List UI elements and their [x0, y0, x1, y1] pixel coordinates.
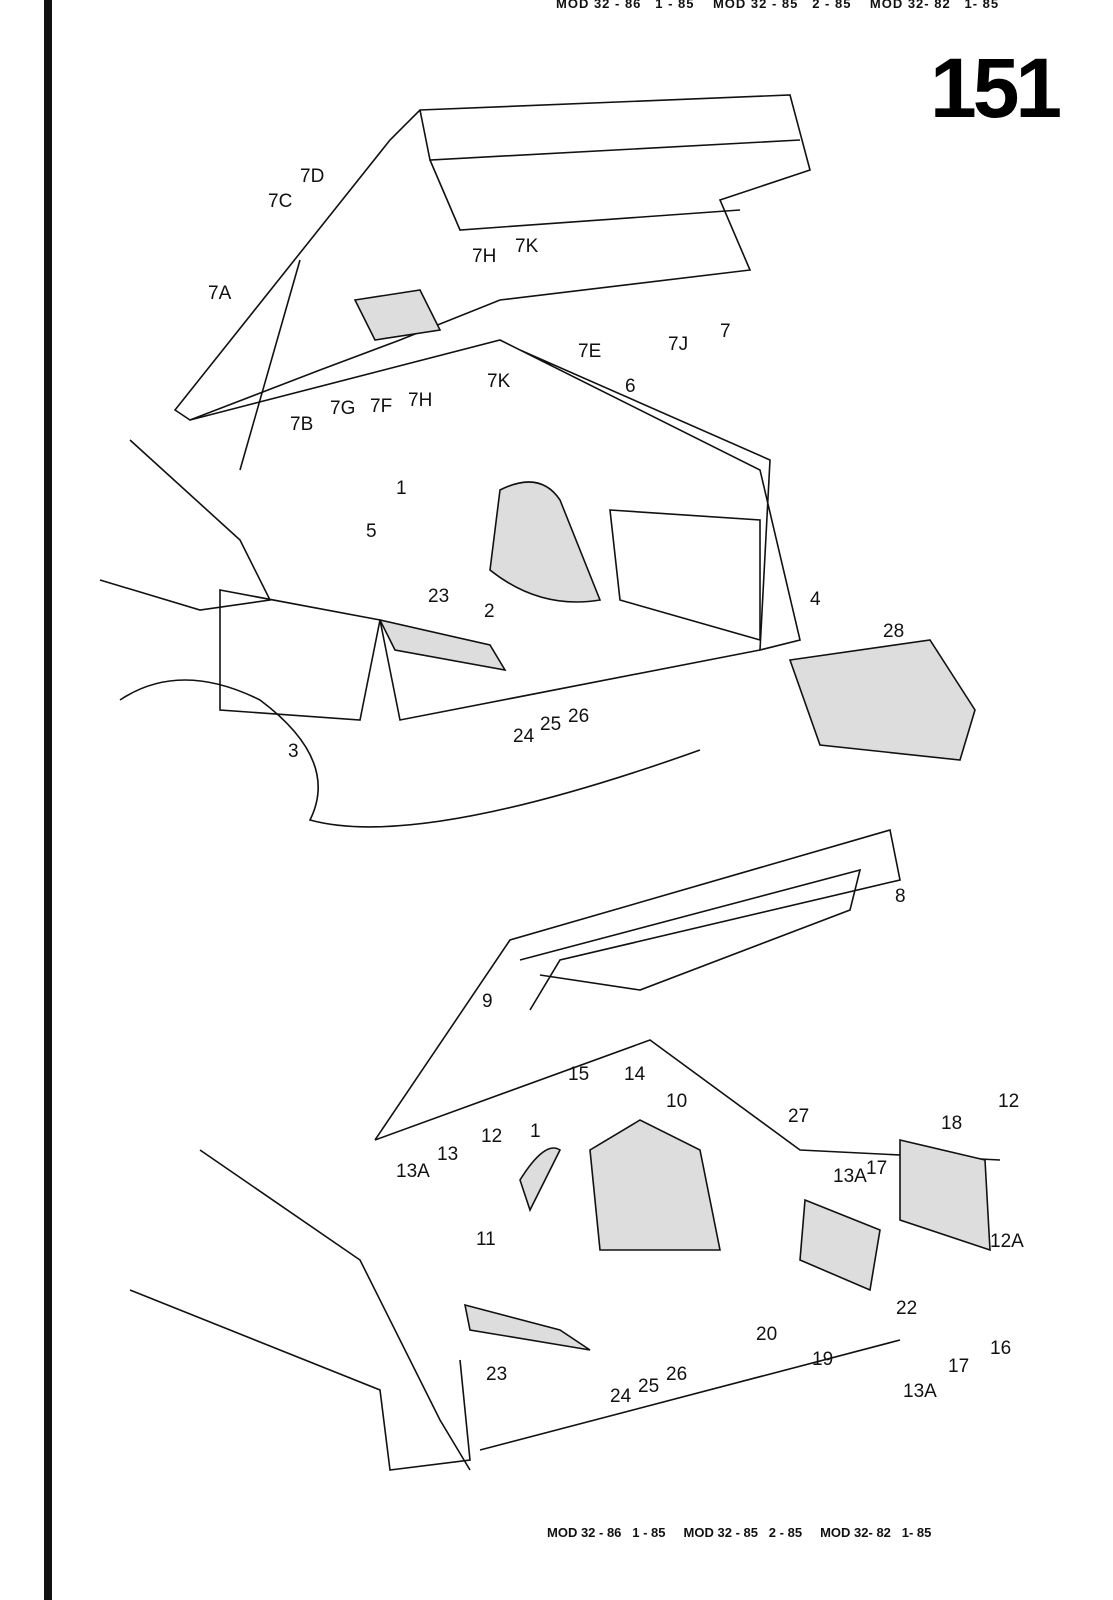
part-callout-9: 9 [482, 991, 493, 1012]
top-hatchback-drawing [99, 94, 976, 828]
part-callout-7g: 7G [330, 398, 355, 419]
part-callout-7h: 7H [472, 246, 496, 267]
bottom-wagon-drawing [129, 828, 1001, 1471]
part-callout-7: 7 [720, 321, 731, 342]
part-callout-13a: 13A [833, 1166, 867, 1187]
part-callout-2: 2 [484, 601, 495, 622]
part-callout-7k: 7K [515, 236, 539, 257]
part-callout-8: 8 [895, 886, 906, 907]
part-callout-3: 3 [288, 741, 299, 762]
page-number: 151 [930, 41, 1062, 135]
part-callout-7f: 7F [370, 396, 392, 417]
part-callout-5: 5 [366, 521, 377, 542]
part-callout-12a: 12A [990, 1231, 1024, 1252]
part-callout-23: 23 [486, 1364, 507, 1385]
footer-model-codes: MOD 32 - 86 1 - 85 MOD 32 - 85 2 - 85 MO… [547, 1525, 932, 1540]
part-callout-26: 26 [666, 1364, 687, 1385]
part-callout-14: 14 [624, 1064, 646, 1085]
part-callout-7d: 7D [300, 166, 324, 187]
part-callout-28: 28 [883, 621, 904, 642]
header-model-codes: MOD 32 - 86 1 - 85 MOD 32 - 85 2 - 85 MO… [556, 0, 1000, 11]
part-callout-18: 18 [941, 1113, 962, 1134]
part-callout-11: 11 [476, 1229, 496, 1250]
part-callout-27: 27 [788, 1106, 809, 1127]
part-callout-4: 4 [810, 589, 821, 610]
part-callout-23: 23 [428, 586, 449, 607]
part-callout-7h: 7H [408, 390, 432, 411]
part-callout-22: 22 [896, 1298, 917, 1319]
part-callout-7c: 7C [268, 191, 292, 212]
part-callout-15: 15 [568, 1064, 589, 1085]
part-callout-19: 19 [812, 1349, 833, 1370]
part-callout-7k: 7K [487, 371, 511, 392]
part-callout-16: 16 [990, 1338, 1011, 1359]
part-callout-26: 26 [568, 706, 589, 727]
part-callout-12: 12 [998, 1091, 1019, 1112]
part-callout-7j: 7J [668, 334, 688, 355]
part-callout-20: 20 [756, 1324, 777, 1345]
binding-edge [44, 0, 52, 1600]
part-callout-6: 6 [625, 376, 636, 397]
part-callout-13: 13 [437, 1144, 458, 1165]
part-callout-12: 12 [481, 1126, 502, 1147]
part-callout-25: 25 [540, 714, 561, 735]
part-callout-24: 24 [513, 726, 535, 747]
part-callout-1: 1 [530, 1121, 541, 1142]
part-callout-17: 17 [948, 1356, 969, 1377]
part-callout-24: 24 [610, 1386, 632, 1407]
part-callout-13a: 13A [396, 1161, 430, 1182]
part-callout-1: 1 [396, 478, 407, 499]
part-callout-25: 25 [638, 1376, 659, 1397]
part-callout-7e: 7E [578, 341, 601, 362]
part-callout-7b: 7B [290, 414, 313, 435]
part-callout-17: 17 [866, 1158, 887, 1179]
part-callout-7a: 7A [208, 283, 232, 304]
part-callout-13a: 13A [903, 1381, 937, 1402]
part-callout-10: 10 [666, 1091, 687, 1112]
